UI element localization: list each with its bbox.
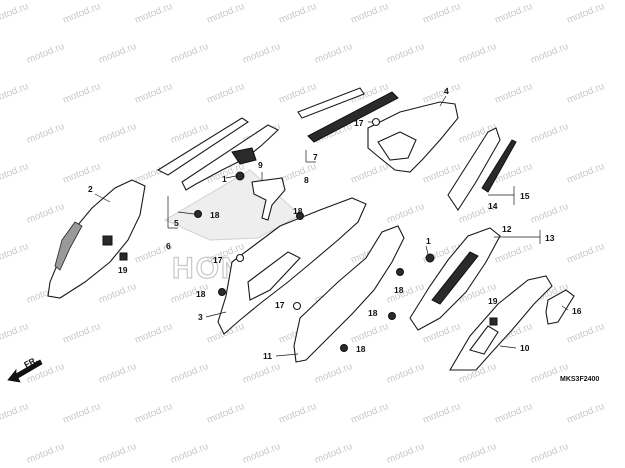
callout-17b: 17: [213, 255, 223, 265]
part-2-side-panel[interactable]: [47, 179, 146, 299]
part-6-long-trim[interactable]: [156, 117, 249, 176]
part-3-inner-panel: [247, 251, 301, 301]
part-16-bracket[interactable]: [545, 289, 575, 325]
callout-18a: 18: [210, 210, 220, 220]
part-18-bolt-d[interactable]: [396, 268, 404, 276]
part-2-inner-edge: [54, 221, 83, 271]
callout-15: 15: [520, 191, 530, 201]
callout-2: 2: [88, 184, 93, 194]
callout-labels: 2 1 5 6 18 9 7 8 4 17 15 14 12 13 18 1 1…: [88, 86, 582, 361]
part-12-dark-stripe[interactable]: [431, 251, 479, 305]
front-direction-arrow: FR.: [7, 355, 43, 383]
part-8-trim-strip[interactable]: [297, 87, 365, 119]
part-9-bracket[interactable]: [251, 177, 286, 221]
part-18-bolt-e[interactable]: [388, 312, 396, 320]
part-4-rear-cowl[interactable]: [367, 101, 459, 173]
callout-1a: 1: [222, 174, 227, 184]
part-4-inner: [377, 131, 417, 161]
leader-lines: [94, 95, 569, 357]
callout-11: 11: [263, 351, 272, 361]
part-1-clip-a[interactable]: [235, 171, 245, 181]
part-15-strip[interactable]: [481, 139, 517, 193]
callout-17a: 17: [354, 118, 364, 128]
part-19-clip-a[interactable]: [119, 252, 128, 261]
part-11-inner-cover[interactable]: [293, 225, 405, 363]
callout-7: 7: [313, 152, 318, 162]
callout-17c: 17: [275, 300, 285, 310]
part-18-bolt-b[interactable]: [296, 212, 304, 220]
callout-9: 9: [258, 160, 263, 170]
part-17-screw-c[interactable]: [292, 301, 302, 311]
callout-14: 14: [488, 201, 498, 211]
callout-18b: 18: [293, 206, 303, 216]
part-14-side-molding[interactable]: [447, 127, 501, 212]
part-1-clip-b[interactable]: [425, 253, 435, 263]
part-18-bolt-a[interactable]: [194, 210, 202, 218]
callout-4: 4: [444, 86, 449, 96]
part-10-inner: [469, 325, 499, 355]
callout-8: 8: [304, 175, 309, 185]
part-2-clip: [102, 235, 113, 246]
part-19-clip-b[interactable]: [489, 317, 498, 326]
callout-3: 3: [198, 312, 203, 322]
callout-18e: 18: [368, 308, 378, 318]
callout-12: 12: [502, 224, 512, 234]
part-17-screw-b[interactable]: [235, 253, 245, 263]
diagram-code: MKS3F2400: [560, 376, 600, 383]
callout-19a: 19: [118, 265, 128, 275]
callout-10: 10: [520, 343, 530, 353]
callout-1b: 1: [426, 236, 431, 246]
callout-5: 5: [174, 218, 179, 228]
callout-19b: 19: [488, 296, 498, 306]
part-18-bolt-c[interactable]: [218, 288, 226, 296]
part-17-screw-a[interactable]: [371, 117, 381, 127]
part-18-bolt-f[interactable]: [340, 344, 348, 352]
part-5-dark-insert: [231, 147, 257, 165]
callout-13: 13: [545, 233, 555, 243]
callout-18d: 18: [394, 285, 404, 295]
part-7-trim-strip[interactable]: [307, 91, 399, 143]
callout-16: 16: [572, 306, 582, 316]
callout-18c: 18: [196, 289, 206, 299]
callout-18f: 18: [356, 344, 366, 354]
callout-6: 6: [166, 241, 171, 251]
